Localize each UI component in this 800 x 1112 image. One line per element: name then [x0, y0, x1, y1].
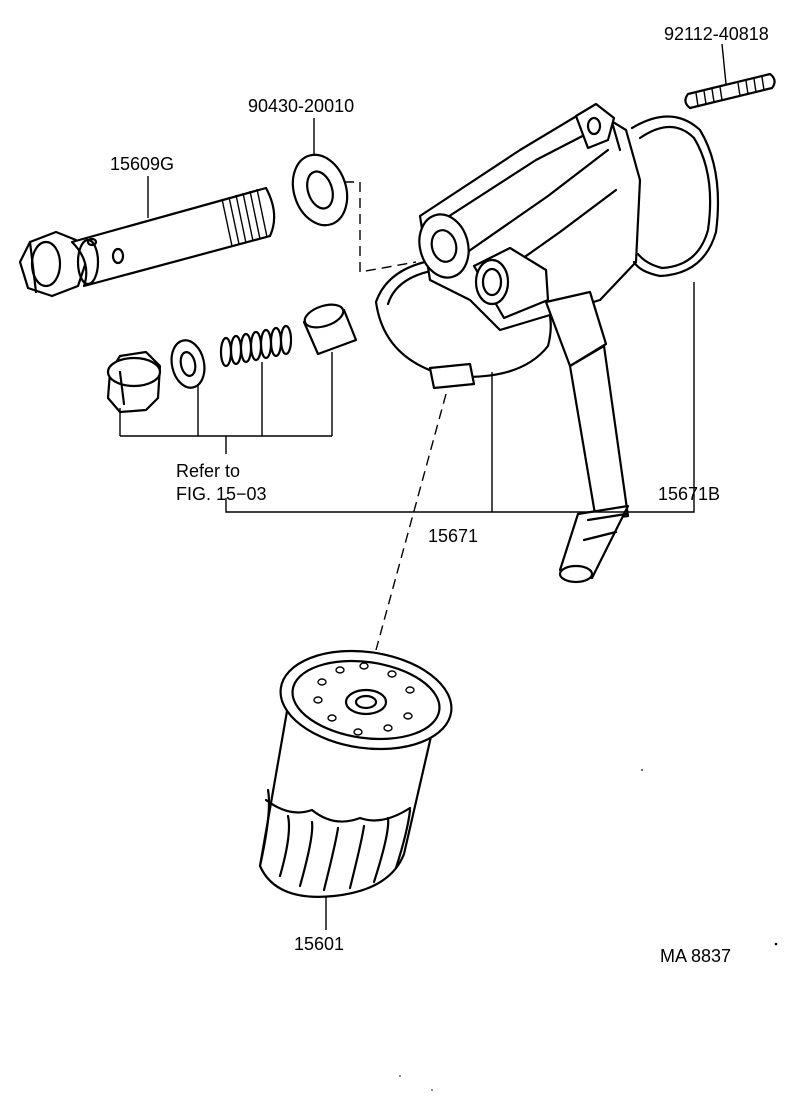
relief-valve-piston [302, 303, 358, 356]
label-bracket: 15671 [428, 526, 478, 546]
label-refer-line2: FIG. 15−03 [176, 484, 267, 504]
leader-gasket [225, 282, 695, 513]
filter-alignment-line [375, 393, 447, 651]
label-figure-code: MA 8837 [660, 946, 731, 966]
relief-valve-gasket [170, 339, 206, 389]
label-gasket: 15671B [658, 484, 720, 504]
label-washer: 90430-20010 [248, 96, 354, 116]
label-refer-line1: Refer to [176, 461, 240, 481]
gasket-o-ring [630, 115, 720, 278]
stud-bolt [684, 72, 776, 110]
oil-filter-bracket [374, 102, 642, 584]
washer-alignment-line [344, 181, 417, 273]
relief-valve-plug [106, 350, 162, 414]
label-union-bolt: 15609G [110, 154, 174, 174]
scan-specks [399, 769, 778, 1091]
refer-bracket [119, 352, 333, 454]
union-bolt [18, 186, 276, 298]
leader-stud [721, 43, 727, 85]
relief-valve-spring [219, 324, 293, 368]
washer [291, 153, 349, 227]
label-stud: 92112-40818 [664, 24, 769, 44]
label-filter: 15601 [294, 934, 344, 954]
oil-filter [258, 649, 453, 898]
